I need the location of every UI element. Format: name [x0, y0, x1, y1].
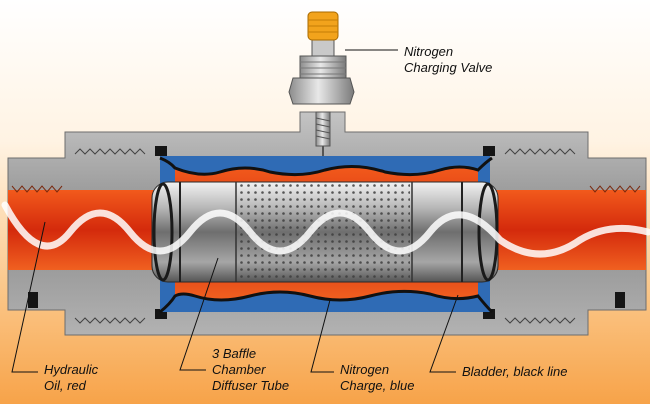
label-diffuser-tube: 3 Baffle Chamber Diffuser Tube — [212, 346, 290, 393]
leader-bladder — [429, 294, 459, 373]
diffuser-tube — [151, 181, 499, 283]
leader-diffuser-tube — [179, 257, 219, 371]
label-bladder: Bladder, black line — [462, 364, 568, 379]
oil-flow-wave — [1, 201, 650, 258]
charging-valve-icon — [288, 11, 355, 156]
bladder-line-top — [159, 156, 493, 177]
leader-hydraulic-oil — [11, 221, 46, 373]
bladder-line-bottom — [159, 289, 494, 314]
hydraulic-oil-left-port — [8, 190, 158, 270]
label-nitrogen-charging-valve: Nitrogen Charging Valve — [404, 44, 493, 75]
label-hydraulic-oil: Hydraulic Oil, red — [44, 362, 99, 393]
leader-nitrogen-charge — [310, 299, 334, 373]
label-nitrogen-charge: Nitrogen Charge, blue — [340, 362, 415, 393]
